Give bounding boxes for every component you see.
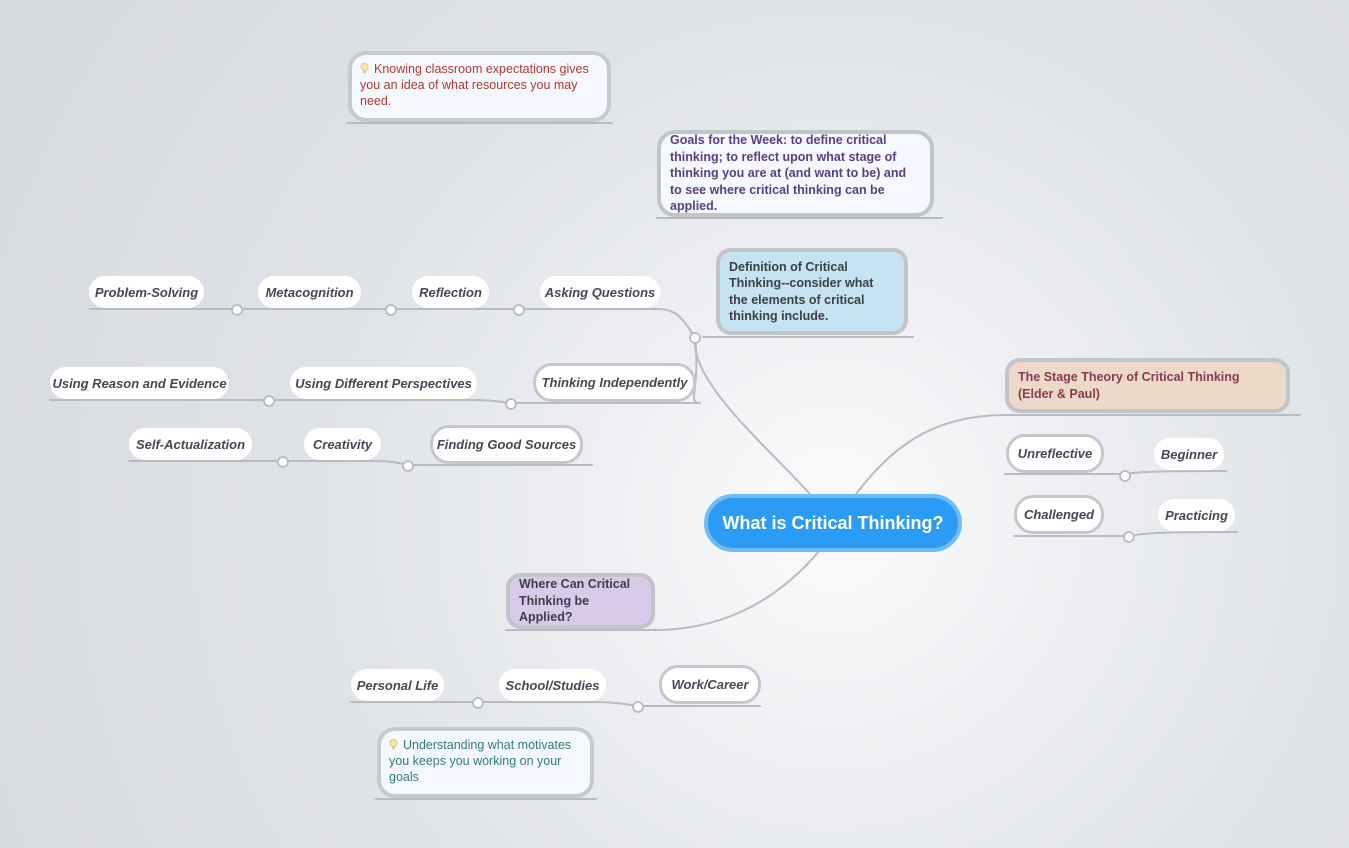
topic-school-studies[interactable]: School/Studies	[499, 669, 606, 701]
topic-reflection[interactable]: Reflection	[412, 276, 489, 308]
stage-unreflective[interactable]: Unreflective	[1006, 434, 1104, 473]
stage-theory-node[interactable]: The Stage Theory of Critical Thinking (E…	[1005, 358, 1290, 413]
topic-finding-good-sources[interactable]: Finding Good Sources	[430, 425, 583, 464]
junction-dot	[277, 456, 289, 468]
stage-practicing[interactable]: Practicing	[1158, 499, 1235, 531]
link-central-definition	[693, 337, 811, 495]
central-topic[interactable]: What is Critical Thinking?	[704, 494, 962, 552]
goals-node[interactable]: Goals for the Week: to define critical t…	[657, 130, 934, 217]
stage-challenged[interactable]: Challenged	[1014, 495, 1104, 534]
junction-dot	[689, 332, 701, 344]
definition-text: Definition of Critical Thinking--conside…	[729, 259, 874, 324]
junction-dot	[513, 304, 525, 316]
junction-dot	[231, 304, 243, 316]
topic-metacognition[interactable]: Metacognition	[258, 276, 361, 308]
stage-beginner[interactable]: Beginner	[1154, 438, 1224, 470]
definition-node[interactable]: Definition of Critical Thinking--conside…	[716, 248, 908, 335]
junction-dot	[632, 701, 644, 713]
note-classroom-expectations[interactable]: Knowing classroom expectations gives you…	[348, 51, 611, 122]
junction-dot	[385, 304, 397, 316]
topic-problem-solving[interactable]: Problem-Solving	[89, 276, 204, 308]
junction-dot	[1123, 531, 1135, 543]
topic-asking-questions[interactable]: Asking Questions	[540, 276, 660, 308]
topic-using-different-perspectives[interactable]: Using Different Perspectives	[290, 367, 477, 399]
applied-text: Where Can Critical Thinking be Applied?	[519, 577, 631, 625]
link-definition-chain	[89, 308, 696, 339]
topic-using-reason-and-evidence[interactable]: Using Reason and Evidence	[50, 367, 229, 399]
note-classroom-text: Knowing classroom expectations gives you…	[360, 62, 589, 108]
applied-node[interactable]: Where Can Critical Thinking be Applied?	[506, 573, 655, 629]
junction-dot	[472, 697, 484, 709]
note-motivation[interactable]: Understanding what motivates you keeps y…	[377, 727, 594, 798]
junction-dot	[505, 398, 517, 410]
lightbulb-icon	[389, 739, 398, 750]
topic-work-career[interactable]: Work/Career	[659, 665, 761, 704]
stage-theory-text: The Stage Theory of Critical Thinking (E…	[1018, 370, 1240, 401]
junction-dot	[402, 460, 414, 472]
topic-personal-life[interactable]: Personal Life	[351, 669, 444, 701]
goals-text: Goals for the Week: to define critical t…	[670, 133, 907, 214]
topic-self-actualization[interactable]: Self-Actualization	[129, 428, 252, 460]
junction-dot	[1119, 470, 1131, 482]
topic-thinking-independently[interactable]: Thinking Independently	[533, 363, 696, 402]
link-central-applied	[654, 549, 821, 631]
lightbulb-icon	[360, 63, 369, 74]
topic-creativity[interactable]: Creativity	[304, 428, 381, 460]
note-motivation-text: Understanding what motivates you keeps y…	[389, 738, 572, 784]
central-topic-label: What is Critical Thinking?	[722, 512, 944, 533]
link-central-stage	[855, 414, 1006, 495]
junction-dot	[263, 395, 275, 407]
